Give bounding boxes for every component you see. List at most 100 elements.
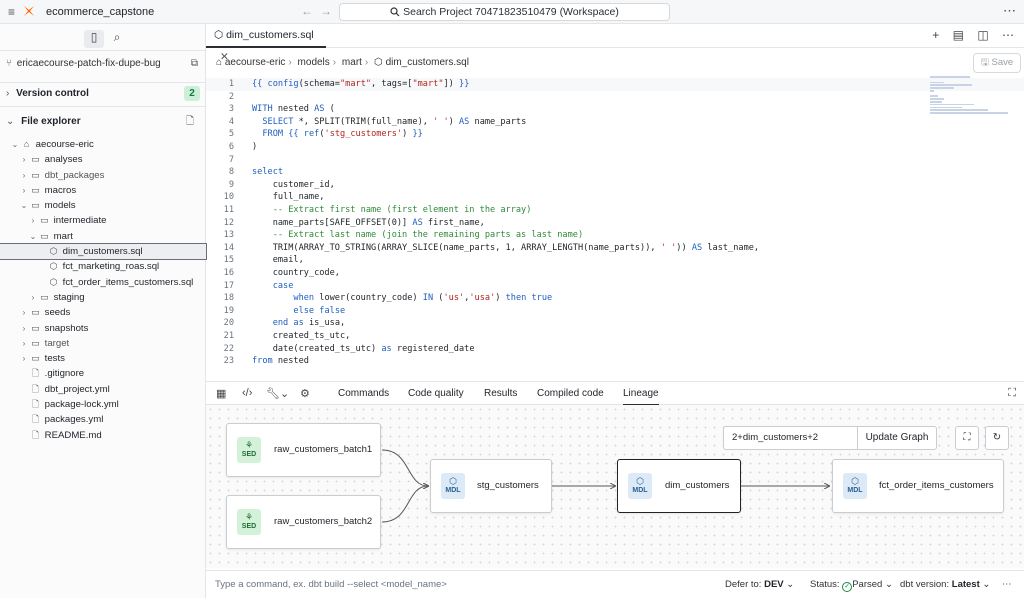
lineage-node-dim-customers[interactable]: ⬡MDL dim_customers — [617, 459, 741, 513]
file-tree-item[interactable]: ›▭ target — [0, 336, 206, 351]
close-icon[interactable]: ✕ — [220, 51, 229, 63]
code-line[interactable]: 6) — [206, 141, 257, 154]
line-number: 5 — [228, 129, 234, 140]
menu-icon[interactable]: ≡ — [8, 5, 16, 19]
copy-icon[interactable]: ⧉ — [190, 58, 198, 69]
update-graph-button[interactable]: Update Graph — [857, 426, 937, 450]
file-tree-item[interactable]: ⌄▭ models — [0, 198, 206, 213]
file-tree-item[interactable]: ›▭ macros — [0, 183, 206, 198]
code-text: {{ config(schema="mart", tags=["mart"]) … — [252, 79, 470, 89]
chevron-down-icon: ⌄ — [20, 201, 28, 211]
file-tree-item[interactable]: ›▭ dbt_packages — [0, 168, 206, 183]
history-icon[interactable]: ▤ — [952, 28, 964, 42]
command-input[interactable]: Type a command, ex. dbt build --select <… — [215, 579, 447, 590]
refresh-icon[interactable]: ↻ — [985, 426, 1009, 450]
file-tree-item[interactable]: ⌄⌂ aecourse-eric — [0, 137, 206, 152]
code-line[interactable]: 21 created_ts_utc, — [206, 330, 351, 343]
file-tree-item[interactable]: ⬡ fct_marketing_roas.sql — [0, 259, 206, 274]
code-line[interactable]: 13 -- Extract last name (join the remain… — [206, 229, 584, 242]
file-tree-item[interactable]: ⌄▭ mart — [0, 229, 206, 244]
code-line[interactable]: 5 FROM {{ ref('stg_customers') }} — [206, 128, 423, 141]
code-line[interactable]: 17 case — [206, 280, 294, 293]
code-icon[interactable]: ‹/› — [242, 387, 253, 399]
file-tree-item[interactable]: ⬡ dim_customers.sql — [0, 243, 207, 261]
tab-lineage[interactable]: Lineage — [623, 382, 659, 406]
code-minimap[interactable] — [930, 76, 1010, 122]
fullscreen-icon[interactable]: ⛶ — [955, 426, 979, 450]
files-icon[interactable]: ▯ — [84, 30, 104, 48]
search-files-icon[interactable]: ⌕ — [113, 30, 121, 44]
breadcrumb-item[interactable]: mart — [341, 57, 362, 68]
defer-selector[interactable]: Defer to: DEV ⌄ — [725, 579, 794, 590]
more-icon[interactable]: ⋯ — [1002, 28, 1014, 42]
code-line[interactable]: 20 end as is_usa, — [206, 317, 346, 330]
parse-status[interactable]: Status: ✓Parsed ⌄ — [810, 579, 893, 592]
lineage-node-fct-order-items-customers[interactable]: ⬡MDL fct_order_items_customers — [832, 459, 1004, 513]
file-tree-item[interactable]: ›▭ snapshots — [0, 321, 206, 336]
code-line[interactable]: 11 -- Extract first name (first element … — [206, 204, 532, 217]
split-view-icon[interactable]: ◫ — [977, 28, 989, 42]
code-line[interactable]: 4 SELECT *, SPLIT(TRIM(full_name), ' ') … — [206, 116, 526, 129]
add-tab-icon[interactable]: + — [932, 28, 940, 42]
code-line[interactable]: 14 TRIM(ARRAY_TO_STRING(ARRAY_SLICE(name… — [206, 242, 759, 255]
code-editor[interactable]: 1{{ config(schema="mart", tags=["mart"])… — [206, 77, 1024, 369]
tab-dim-customers[interactable]: ⬡ dim_customers.sql ✕ — [206, 24, 326, 63]
file-tree-item[interactable]: 🗋 .gitignore — [0, 366, 206, 381]
new-file-icon[interactable]: 🗋 — [185, 116, 194, 127]
lineage-selector-input[interactable]: 2+dim_customers+2 — [723, 426, 857, 450]
code-line[interactable]: 2 — [206, 91, 252, 104]
tab-compiled-code[interactable]: Compiled code — [537, 388, 604, 399]
file-tree-item[interactable]: ›▭ intermediate — [0, 213, 206, 228]
file-tree-item[interactable]: ›▭ staging — [0, 290, 206, 305]
code-line[interactable]: 7 — [206, 154, 252, 167]
file-tree-item[interactable]: 🗋 README.md — [0, 428, 206, 443]
breadcrumb-item[interactable]: models — [297, 57, 330, 68]
code-line[interactable]: 22 date(created_ts_utc) as registered_da… — [206, 343, 475, 356]
tab-commands[interactable]: Commands — [338, 388, 390, 399]
lineage-node-raw-customers-batch2[interactable]: ⚘SED raw_customers_batch2 — [226, 495, 381, 549]
expand-icon[interactable]: ⛶ — [1008, 387, 1016, 399]
file-tree-item[interactable]: 🗋 packages.yml — [0, 412, 206, 427]
code-line[interactable]: 9 customer_id, — [206, 179, 335, 192]
dbt-version-selector[interactable]: dbt version: Latest ⌄ — [900, 579, 990, 590]
forward-arrow-icon[interactable]: → — [320, 4, 332, 18]
code-line[interactable]: 19 else false — [206, 305, 346, 318]
file-tree-item[interactable]: 🗋 package-lock.yml — [0, 397, 206, 412]
more-options-icon[interactable]: ⋯ — [1002, 579, 1012, 590]
folder-icon: ▭ — [31, 353, 40, 364]
debug-icon[interactable]: ⚙ — [300, 388, 310, 400]
tab-code-quality[interactable]: Code quality — [408, 388, 464, 399]
file-tree-item[interactable]: ⬡ fct_order_items_customers.sql — [0, 275, 206, 290]
tab-results[interactable]: Results — [484, 388, 518, 399]
back-arrow-icon[interactable]: ← — [301, 4, 313, 18]
lineage-node-stg-customers[interactable]: ⬡MDL stg_customers — [430, 459, 552, 513]
project-search[interactable]: Search Project 70471823510479 (Workspace… — [339, 3, 670, 21]
file-tree-item[interactable]: ›▭ analyses — [0, 152, 206, 167]
breadcrumb-item[interactable]: aecourse-eric — [224, 57, 286, 68]
table-icon[interactable]: ▦ — [216, 388, 227, 400]
code-line[interactable]: 12 name_parts[SAFE_OFFSET(0)] AS first_n… — [206, 217, 485, 230]
more-options-icon[interactable]: ⋯ — [1003, 3, 1017, 18]
code-line[interactable]: 16 country_code, — [206, 267, 340, 280]
code-line[interactable]: 1{{ config(schema="mart", tags=["mart"])… — [206, 78, 1024, 91]
code-line[interactable]: 15 email, — [206, 254, 304, 267]
file-explorer-section[interactable]: ⌄ File explorer 🗋 — [6, 113, 202, 131]
code-line[interactable]: 10 full_name, — [206, 191, 325, 204]
wrench-icon[interactable]: 🔧︎⌄ — [266, 388, 290, 400]
code-text: created_ts_utc, — [252, 331, 351, 341]
lineage-node-raw-customers-batch1[interactable]: ⚘SED raw_customers_batch1 — [226, 423, 381, 477]
file-tree-item[interactable]: ›▭ seeds — [0, 305, 206, 320]
file-tree-item[interactable]: 🗋 dbt_project.yml — [0, 382, 206, 397]
model-badge: ⬡MDL — [628, 473, 652, 499]
code-line[interactable]: 18 when lower(country_code) IN ('us','us… — [206, 292, 553, 305]
save-button[interactable]: 🖫 Save — [973, 53, 1021, 73]
file-tree-label: tests — [42, 353, 65, 365]
file-tree-item[interactable]: ›▭ tests — [0, 351, 206, 366]
version-control-section[interactable]: › Version control 2 — [6, 85, 202, 103]
branch-selector[interactable]: ⑂ ericaecourse-patch-fix-dupe-bug ⧉ — [6, 58, 202, 74]
breadcrumb-item[interactable]: dim_customers.sql — [385, 57, 469, 68]
project-name[interactable]: ecommerce_capstone — [46, 6, 155, 18]
